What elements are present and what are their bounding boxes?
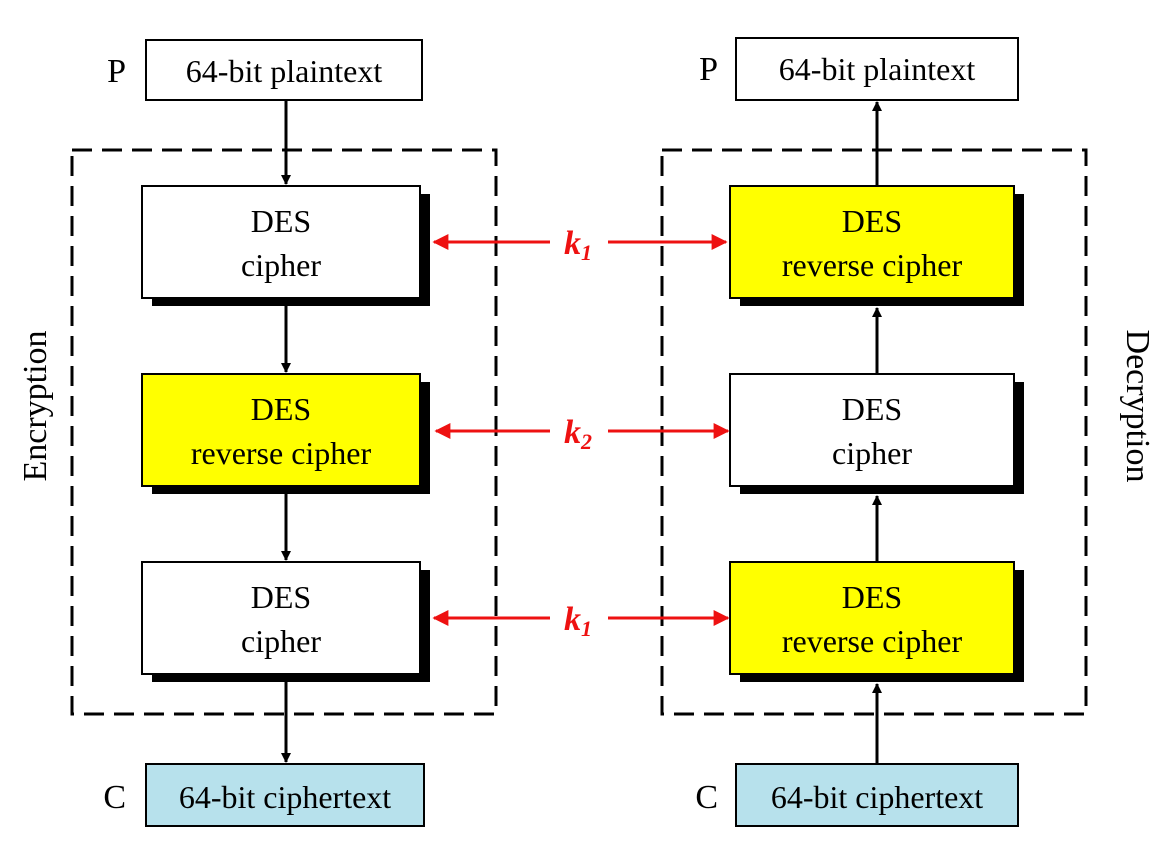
key2-subscript: 2 [580,429,592,454]
encryption-side-label: Encryption [17,330,54,481]
dec-ciphertext-box [735,763,1019,827]
enc-plaintext-box [145,39,423,101]
dec-stage2-line1: DES [842,391,902,427]
decryption-side-label: Decryption [1119,330,1156,483]
enc-ciphertext-symbol: C [103,779,126,816]
enc-stage3-box [141,561,421,675]
dec-plaintext-label: 64-bit plaintext [779,51,976,87]
dec-stage2-line2: cipher [832,435,912,471]
dec-stage3-box [729,561,1015,675]
dec-plaintext-symbol: P [699,51,718,88]
enc-ciphertext-box [145,763,425,827]
enc-stage3-line2: cipher [241,623,321,659]
key1-top-subscript: 1 [581,240,592,265]
enc-stage3-line1: DES [251,579,311,615]
dec-stage2-box [729,373,1015,487]
key2-letter: k [564,414,581,451]
enc-stage1-box [141,185,421,299]
dec-stage1-box [729,185,1015,299]
enc-stage2-line2: reverse cipher [191,435,372,471]
key1-bottom-subscript: 1 [581,616,592,641]
dec-plaintext-box [735,37,1019,101]
enc-plaintext-label: 64-bit plaintext [186,53,383,89]
dec-ciphertext-label: 64-bit ciphertext [771,779,983,815]
key1-bottom-label: k1 [564,601,592,641]
enc-stage1-line1: DES [251,203,311,239]
dec-stage1-line2: reverse cipher [782,247,963,283]
enc-ciphertext-label: 64-bit ciphertext [179,779,391,815]
dec-stage3-line2: reverse cipher [782,623,963,659]
key2-label: k2 [564,414,592,454]
enc-stage1-line2: cipher [241,247,321,283]
key1-top-label: k1 [564,225,592,265]
dec-ciphertext-symbol: C [695,779,718,816]
dec-stage3-line1: DES [842,579,902,615]
enc-stage2-box [141,373,421,487]
key1-bottom-letter: k [564,601,581,638]
dec-stage1-line1: DES [842,203,902,239]
enc-stage2-line1: DES [251,391,311,427]
enc-plaintext-symbol: P [107,53,126,90]
key1-top-letter: k [564,225,581,262]
